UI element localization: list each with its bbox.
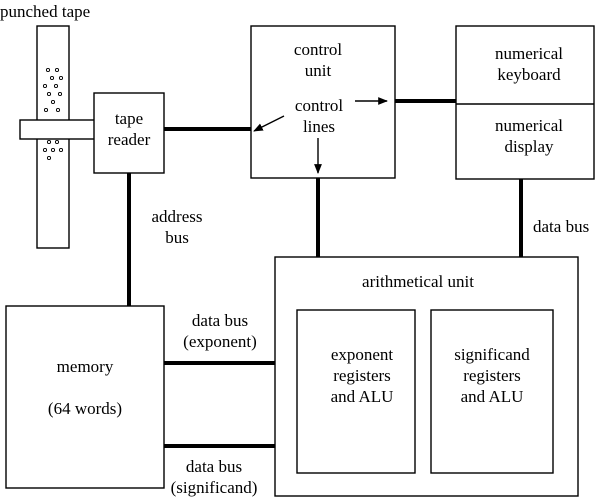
control-unit-box <box>250 25 396 179</box>
punched-tape: punched tape <box>0 2 97 249</box>
significand-registers-label-line3: and ALU <box>461 387 524 406</box>
memory-unit: memory (64 words) <box>5 305 165 489</box>
memory-box <box>5 305 165 489</box>
tape-reader: tape reader <box>93 92 165 174</box>
arithmetical-unit: arithmetical unit exponent registers and… <box>274 256 579 497</box>
tape-reader-box <box>93 92 165 174</box>
control-lines-label-line1: control <box>295 96 343 115</box>
memory-size-label: (64 words) <box>48 399 122 418</box>
punched-tape-label: punched tape <box>0 2 90 21</box>
tape-holes <box>42 67 64 161</box>
keyboard-display-unit: numerical keyboard numerical display <box>455 25 595 180</box>
tape-reader-label-line2: reader <box>108 130 151 149</box>
exponent-registers-label-line3: and ALU <box>331 387 394 406</box>
numerical-keyboard-label-line1: numerical <box>495 44 563 63</box>
significand-registers-label-line1: significand <box>454 345 530 364</box>
tape-guide <box>19 119 97 140</box>
keyboard-display-box <box>455 25 595 180</box>
data-bus-significand-label-line2: (significand) <box>171 478 258 497</box>
numerical-display-label-line2: display <box>504 137 554 156</box>
tape-reader-label-line1: tape <box>115 109 143 128</box>
exponent-registers-box <box>296 309 416 474</box>
significand-registers-box <box>430 309 554 474</box>
control-unit-label-line1: control <box>294 40 342 59</box>
data-bus-significand-label-line1: data bus <box>186 457 242 476</box>
memory-label: memory <box>57 357 114 376</box>
numerical-display-label-line1: numerical <box>495 116 563 135</box>
address-bus-label-line1: address <box>152 207 203 226</box>
data-bus-exponent-label-line1: data bus <box>192 311 248 330</box>
control-lines-label-line2: lines <box>303 117 335 136</box>
exponent-registers-label-line1: exponent <box>331 345 394 364</box>
address-bus-label-line2: bus <box>165 228 189 247</box>
exponent-registers-label-line2: registers <box>333 366 391 385</box>
buses <box>127 99 523 448</box>
numerical-keyboard-label-line2: keyboard <box>497 65 561 84</box>
control-unit: control unit control lines <box>250 25 396 179</box>
significand-registers-label-line2: registers <box>463 366 521 385</box>
data-bus-exponent-label-line2: (exponent) <box>183 332 257 351</box>
control-unit-label-line2: unit <box>305 61 332 80</box>
arithmetical-unit-label: arithmetical unit <box>362 272 474 291</box>
control-line-arrow-left <box>253 115 285 132</box>
data-bus-label-right: data bus <box>533 217 589 236</box>
